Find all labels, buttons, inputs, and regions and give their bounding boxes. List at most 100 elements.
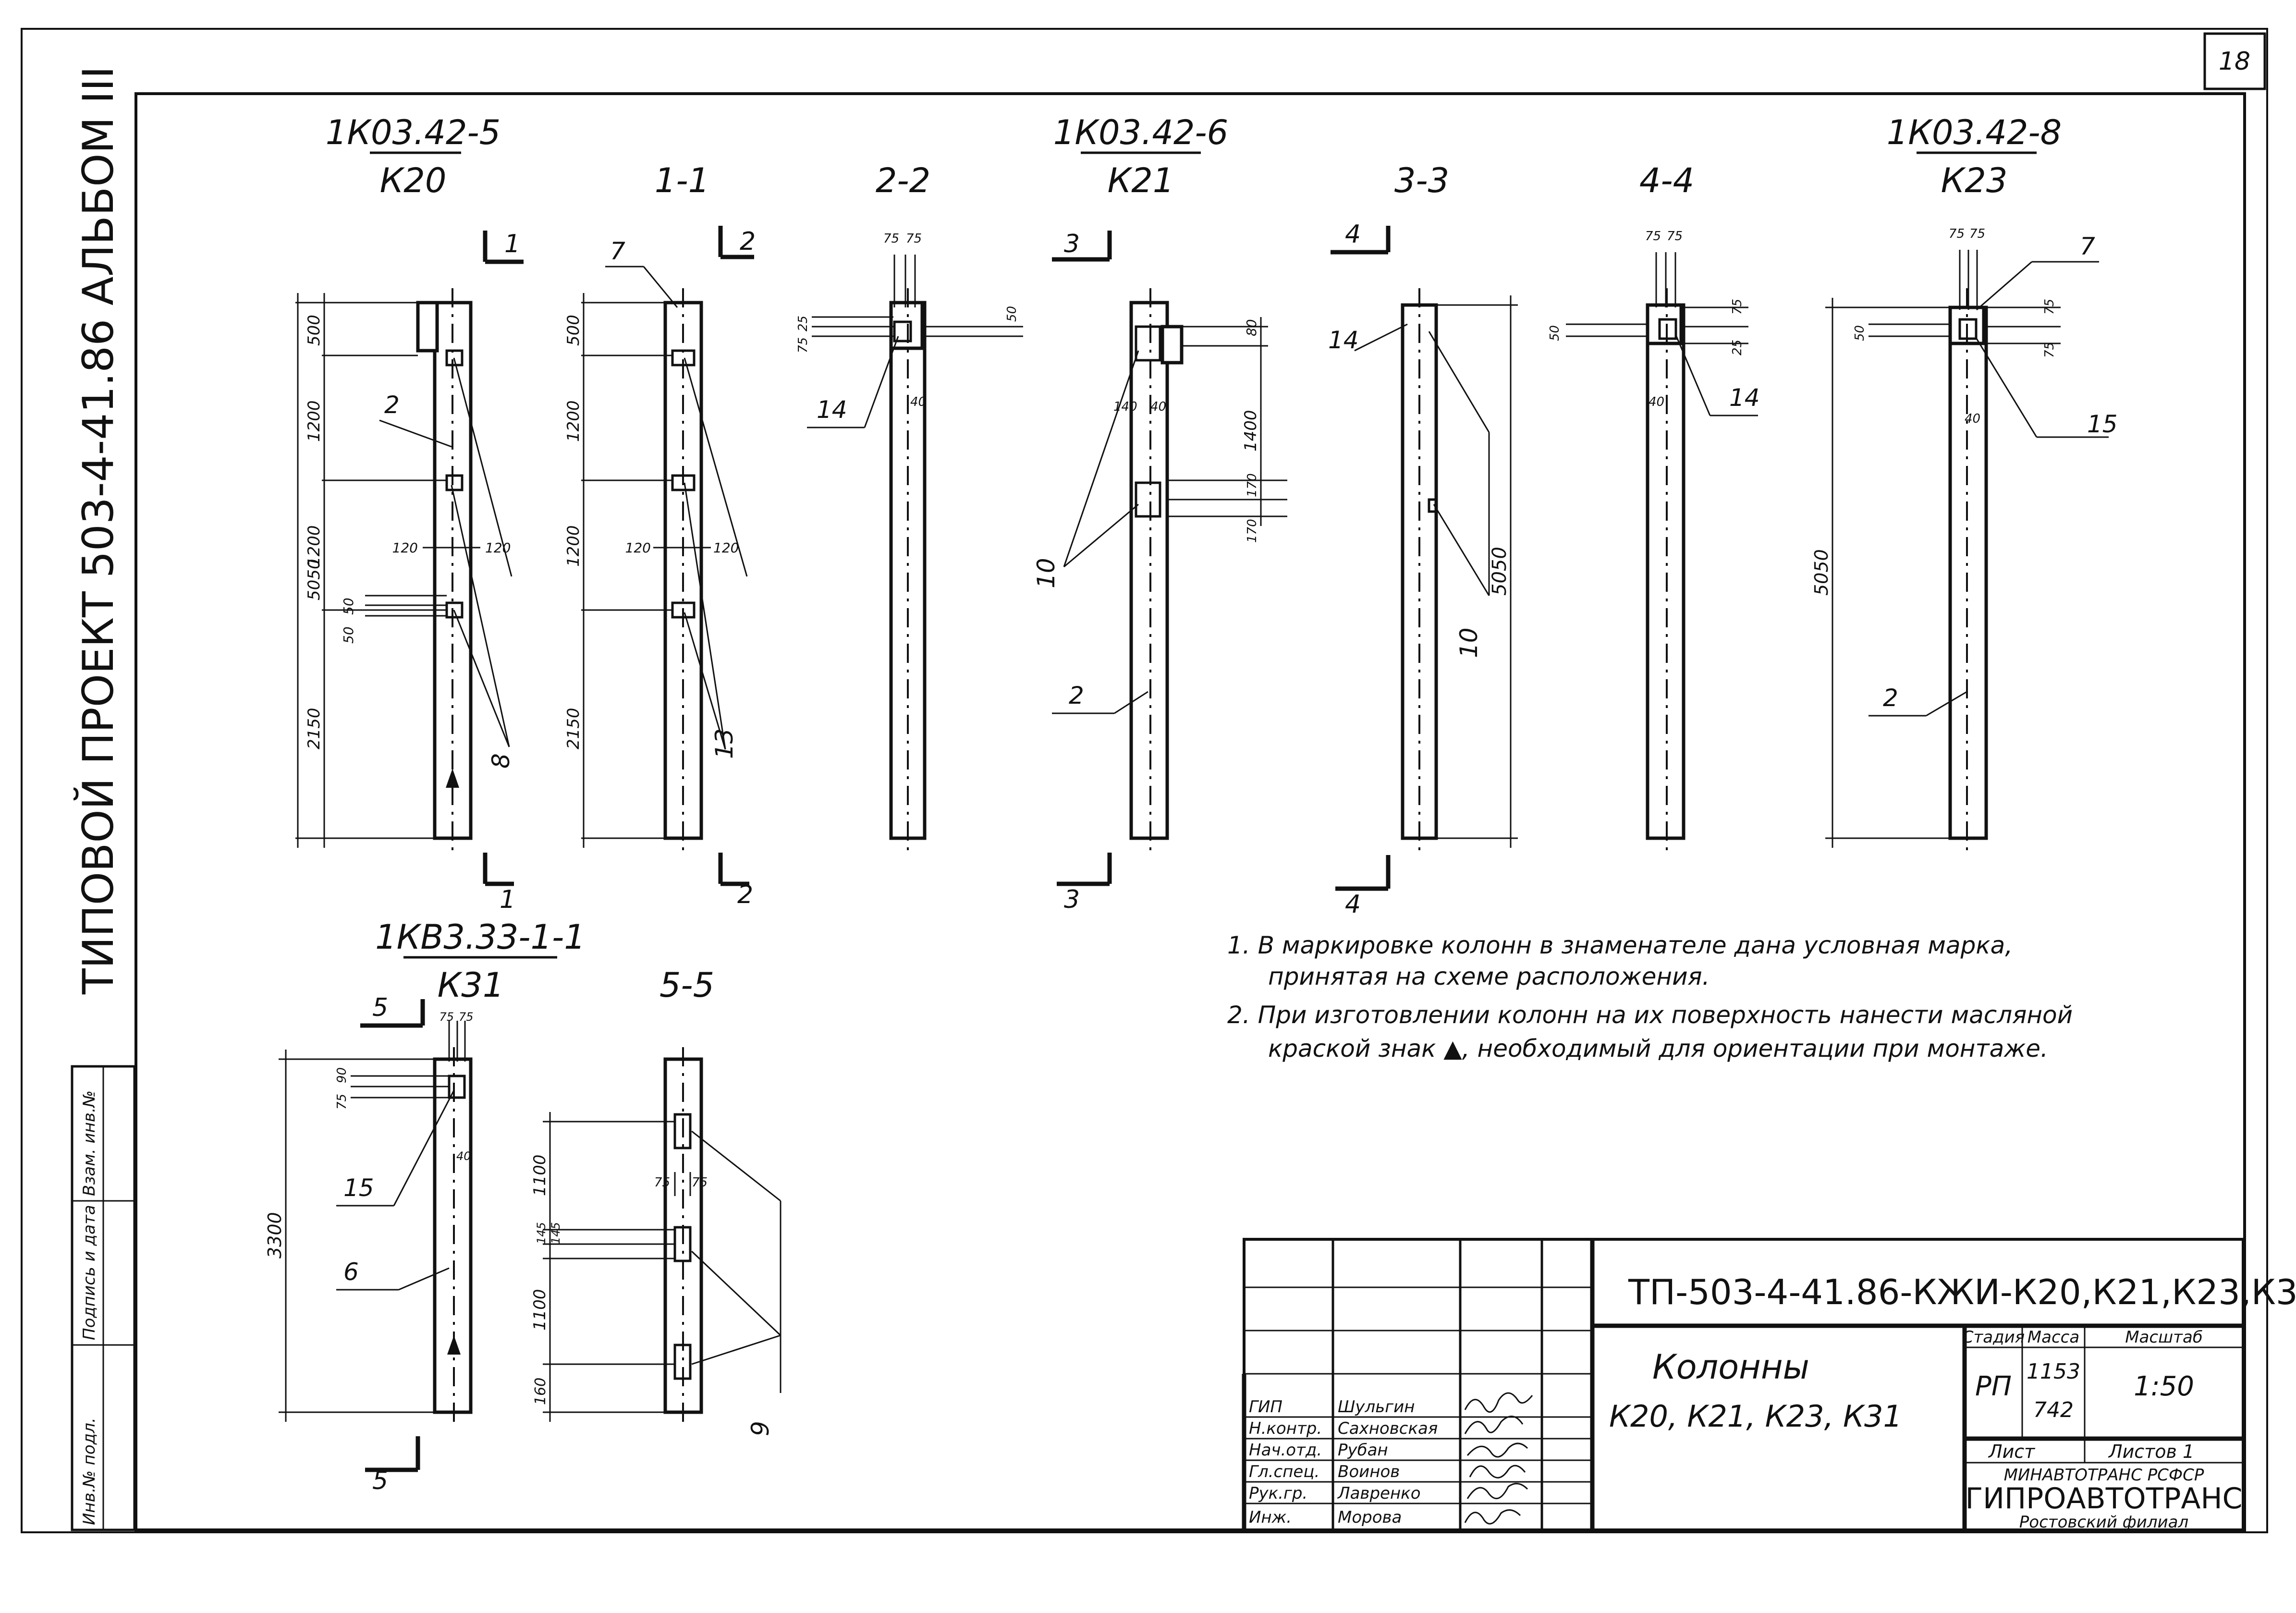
title-block-org1: МИНАВТОТРАНС РСФСР: [2004, 1466, 2204, 1485]
s22-section-bottom: 2: [737, 880, 753, 909]
k21-dim-40: 40: [1150, 400, 1166, 414]
outer-frame: [21, 28, 2268, 1533]
section-3-3: 3-3 5050 14 10 4 4: [1328, 161, 1518, 919]
k20-dim-bottom: 2150: [305, 708, 324, 749]
k20-bracket: [416, 301, 439, 353]
s22-section-top: 2: [740, 227, 756, 256]
k20-dim-120b: 120: [485, 540, 511, 556]
tb-role-2: Нач.отд.: [1249, 1441, 1322, 1460]
side-title: ТИПОВОЙ ПРОЕКТ 503-4-41.86 АЛЬБОМ III: [73, 66, 123, 995]
k21-bracket: [1160, 325, 1184, 365]
k23-dim-50: 50: [1853, 325, 1867, 341]
k21-callout-2: 2: [1069, 682, 1084, 709]
s22-title: 2-2: [876, 161, 930, 200]
k23-callout-7: 7: [2080, 232, 2095, 260]
k31-dim-total: 3300: [264, 1212, 285, 1259]
title-block-scale-label: Масштаб: [2125, 1328, 2203, 1347]
section-4-4: 4-4 75 75 50 75 25 40 14: [1548, 161, 1760, 855]
s22-dim-75c: 75: [796, 337, 810, 353]
tb-name-0: Шульгин: [1338, 1397, 1415, 1417]
k20-dim-total: 5050: [305, 559, 324, 600]
s33-section-bottom: 4: [1345, 890, 1361, 919]
column-k23: 1К03.42-8 К23 75 75 50 75 75 40 5050 7 1…: [1811, 113, 2118, 855]
section-2-2: 2-2 75 75 25 75 50 40 14 2 2: [718, 161, 1023, 909]
k21-callout-10: 10: [1032, 558, 1060, 588]
s22-dim-25: 25: [796, 316, 810, 331]
s44-dim-50: 50: [1548, 325, 1562, 341]
s55-dim-1100a: 1100: [530, 1154, 550, 1196]
s44-callout-14: 14: [1729, 384, 1760, 412]
side-sign: Подпись и дата: [80, 1205, 99, 1340]
title-block-mass1: 1153: [2027, 1359, 2080, 1384]
column-k21: 1К03.42-6 К21 80 1400 170 170 140 40 10 …: [1032, 113, 1287, 914]
signature-0: [1464, 1392, 1533, 1413]
note-line-1: 1. В маркировке колонн в знаменателе дан…: [1227, 931, 2013, 959]
k20-mark-top: 1К03.42-5: [326, 113, 501, 152]
k20-section-bottom: 1: [500, 885, 515, 914]
k31-dim-75b: 75: [459, 1010, 474, 1024]
s55-dim-75a: 75: [654, 1175, 670, 1190]
title-block-stage: РП: [1975, 1371, 2012, 1402]
k23-dim-75c: 75: [2042, 299, 2057, 315]
k31-callout-6: 6: [343, 1258, 359, 1286]
k31-dim-75c: 75: [335, 1094, 349, 1110]
k20-mark-bottom: К20: [380, 161, 447, 200]
k20-callout-2: 2: [384, 391, 400, 419]
column-k31: 1КВ3.33-1-1 К31 75 75 90 75 40 3300 15 6…: [264, 917, 586, 1495]
section-1-1: 1-1 500 1200 1200 2150 120 120 7 13: [564, 161, 748, 855]
s33-section-top: 4: [1345, 220, 1361, 249]
tb-name-1: Сахновская: [1338, 1419, 1438, 1438]
s33-callout-10: 10: [1455, 627, 1483, 658]
s11-callout-13: 13: [710, 728, 738, 759]
k23-callout-15: 15: [2087, 410, 2118, 438]
s44-column-body: [1646, 303, 1685, 840]
s33-title: 3-3: [1394, 161, 1449, 200]
k31-mark-bottom: К31: [438, 965, 504, 1005]
k21-mark-top: 1К03.42-6: [1053, 113, 1228, 152]
s11-dim-mid2: 1200: [564, 525, 583, 567]
k21-dim-170b: 170: [1245, 519, 1259, 543]
s55-dim-145b: 145: [549, 1222, 562, 1244]
s11-title: 1-1: [655, 161, 709, 200]
s22-callout-14: 14: [817, 396, 847, 424]
signature-5: [1464, 1509, 1521, 1525]
k23-mark-top: 1К03.42-8: [1887, 113, 2062, 152]
tb-name-2: Рубан: [1338, 1441, 1388, 1460]
k20-dim-mid2: 1200: [305, 525, 324, 567]
k23-dim-75a: 75: [1949, 227, 1965, 241]
k21-dim-80: 80: [1244, 319, 1259, 336]
k20-orientation-mark: [446, 769, 459, 788]
s55-callout-9: 9: [746, 1421, 774, 1436]
tb-name-4: Лавренко: [1337, 1484, 1421, 1503]
title-block: ТП-503-4-41.86-КЖИ-К20,К21,К23,К31 СБ Ко…: [1242, 1238, 2296, 1532]
tb-name-3: Воинов: [1338, 1462, 1400, 1481]
s11-dim-top: 500: [564, 315, 583, 346]
s44-dim-75b: 75: [1667, 229, 1683, 244]
side-inv: Инв.№ подл.: [80, 1417, 99, 1525]
k21-dim-170a: 170: [1245, 473, 1259, 497]
s22-dim-75b: 75: [906, 232, 922, 246]
tb-role-0: ГИП: [1249, 1397, 1282, 1417]
s44-dim-75a: 75: [1645, 229, 1661, 244]
s44-dim-75c: 75: [1730, 299, 1745, 315]
s44-dim-40: 40: [1649, 395, 1664, 409]
k20-dim-50a: 50: [341, 598, 356, 615]
tb-role-3: Гл.спец.: [1249, 1462, 1319, 1481]
s33-dim-total: 5050: [1489, 547, 1511, 596]
k23-column-body: [1948, 305, 1988, 840]
s55-dim-145a: 145: [535, 1222, 548, 1244]
k23-mark-bottom: К23: [1941, 161, 2008, 200]
tb-role-4: Рук.гр.: [1249, 1484, 1307, 1503]
s22-dim-50: 50: [1005, 306, 1019, 322]
section-5-5: 5-5 1100 145 145 1100 160 75 75 9: [530, 965, 782, 1436]
signature-1: [1464, 1416, 1524, 1434]
s11-dim-bottom: 2150: [564, 708, 583, 749]
k20-dim-120a: 120: [392, 540, 418, 556]
s55-dim-160: 160: [532, 1378, 549, 1405]
k31-mark-top: 1КВ3.33-1-1: [375, 917, 586, 957]
k20-dim-top: 500: [305, 315, 324, 346]
k31-dim-75a: 75: [439, 1010, 454, 1024]
signature-3: [1469, 1465, 1526, 1479]
tb-role-1: Н.контр.: [1249, 1419, 1322, 1438]
